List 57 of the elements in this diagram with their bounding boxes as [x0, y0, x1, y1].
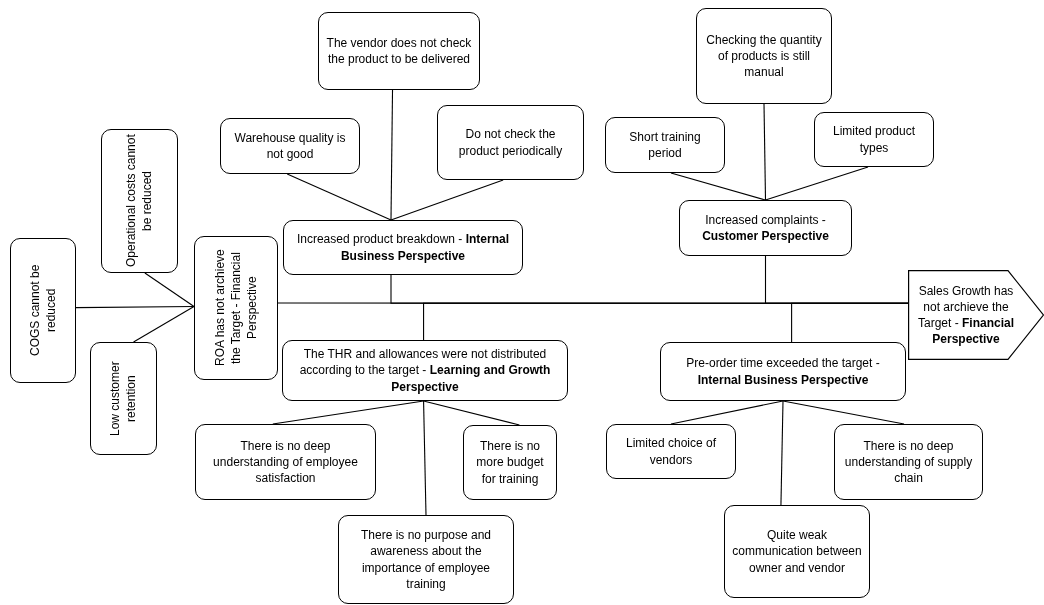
cause-text: There is no deep understanding of employee satisfaction [212, 437, 359, 487]
connector-line [75, 306, 195, 309]
connector-line [144, 272, 195, 308]
cause-text: Limited product types [831, 123, 916, 156]
cause-box [101, 129, 178, 273]
effect-arrow-box [908, 270, 1044, 360]
connector-line [764, 166, 869, 201]
cause-text: Pre-order time exceeded the target - Internal Business Perspective [685, 355, 881, 388]
connector-line [286, 173, 392, 221]
cause-box [606, 424, 736, 479]
connector-line [390, 89, 394, 221]
connector-line [423, 400, 427, 516]
connector-line [670, 172, 767, 201]
cause-text: Sales Growth has not archieve the Target - Financial Perspective [917, 282, 1015, 348]
cause-box [90, 342, 157, 455]
connector-line [423, 400, 520, 426]
cause-text: COGS cannot be reduced [26, 263, 59, 359]
cause-box [814, 112, 934, 167]
cause-text: Increased complaints - Customer Perspective [701, 211, 830, 245]
cause-box [834, 424, 983, 500]
cause-text: There is no deep understanding of supply chain [843, 437, 974, 487]
connector-line [390, 179, 504, 221]
cause-box [338, 515, 514, 604]
cause-box [283, 220, 523, 275]
cause-text: Limited choice of vendors [624, 435, 717, 468]
cause-text: There is no purpose and awareness about the importance of employee training [359, 527, 493, 592]
connector-line [763, 103, 767, 201]
cause-text: Short training period [628, 128, 702, 162]
cause-text: The THR and allowances were not distributed according to the target - Learning and Growth Perspective [298, 346, 552, 395]
cause-box [194, 236, 278, 380]
cause-box [318, 12, 480, 90]
cause-box [605, 117, 725, 173]
connector-line [791, 302, 909, 343]
cause-text: The vendor does not check the product to be delivered [325, 34, 473, 68]
cause-text: Checking the quantity of products is still manual [705, 31, 823, 81]
connector-line [670, 400, 784, 425]
cause-text: Quite weak communication between owner and vendor [731, 527, 863, 576]
cause-box [220, 118, 360, 174]
connector-line [133, 306, 195, 343]
cause-box [437, 105, 584, 180]
cause-box [10, 238, 76, 383]
connector-line [782, 400, 905, 425]
cause-text: Do not check the product periodically [457, 126, 564, 159]
cause-box [463, 425, 557, 500]
cause-text: Low customer retention [107, 360, 140, 438]
cause-text: Increased product breakdown - Internal Business Perspective [295, 231, 511, 264]
cause-box [724, 505, 870, 598]
cause-text: Operational costs cannot be reduced [123, 133, 156, 269]
cause-text: ROA has not archieve the Target - Financial Perspective [211, 248, 261, 369]
connector-line [780, 400, 784, 506]
cause-box [195, 424, 376, 500]
cause-box [696, 8, 832, 104]
cause-box [282, 340, 568, 401]
cause-box [660, 342, 906, 401]
cause-box [679, 200, 852, 256]
cause-text: Warehouse quality is not good [233, 129, 347, 163]
cause-text: There is no more budget for training [475, 438, 545, 487]
